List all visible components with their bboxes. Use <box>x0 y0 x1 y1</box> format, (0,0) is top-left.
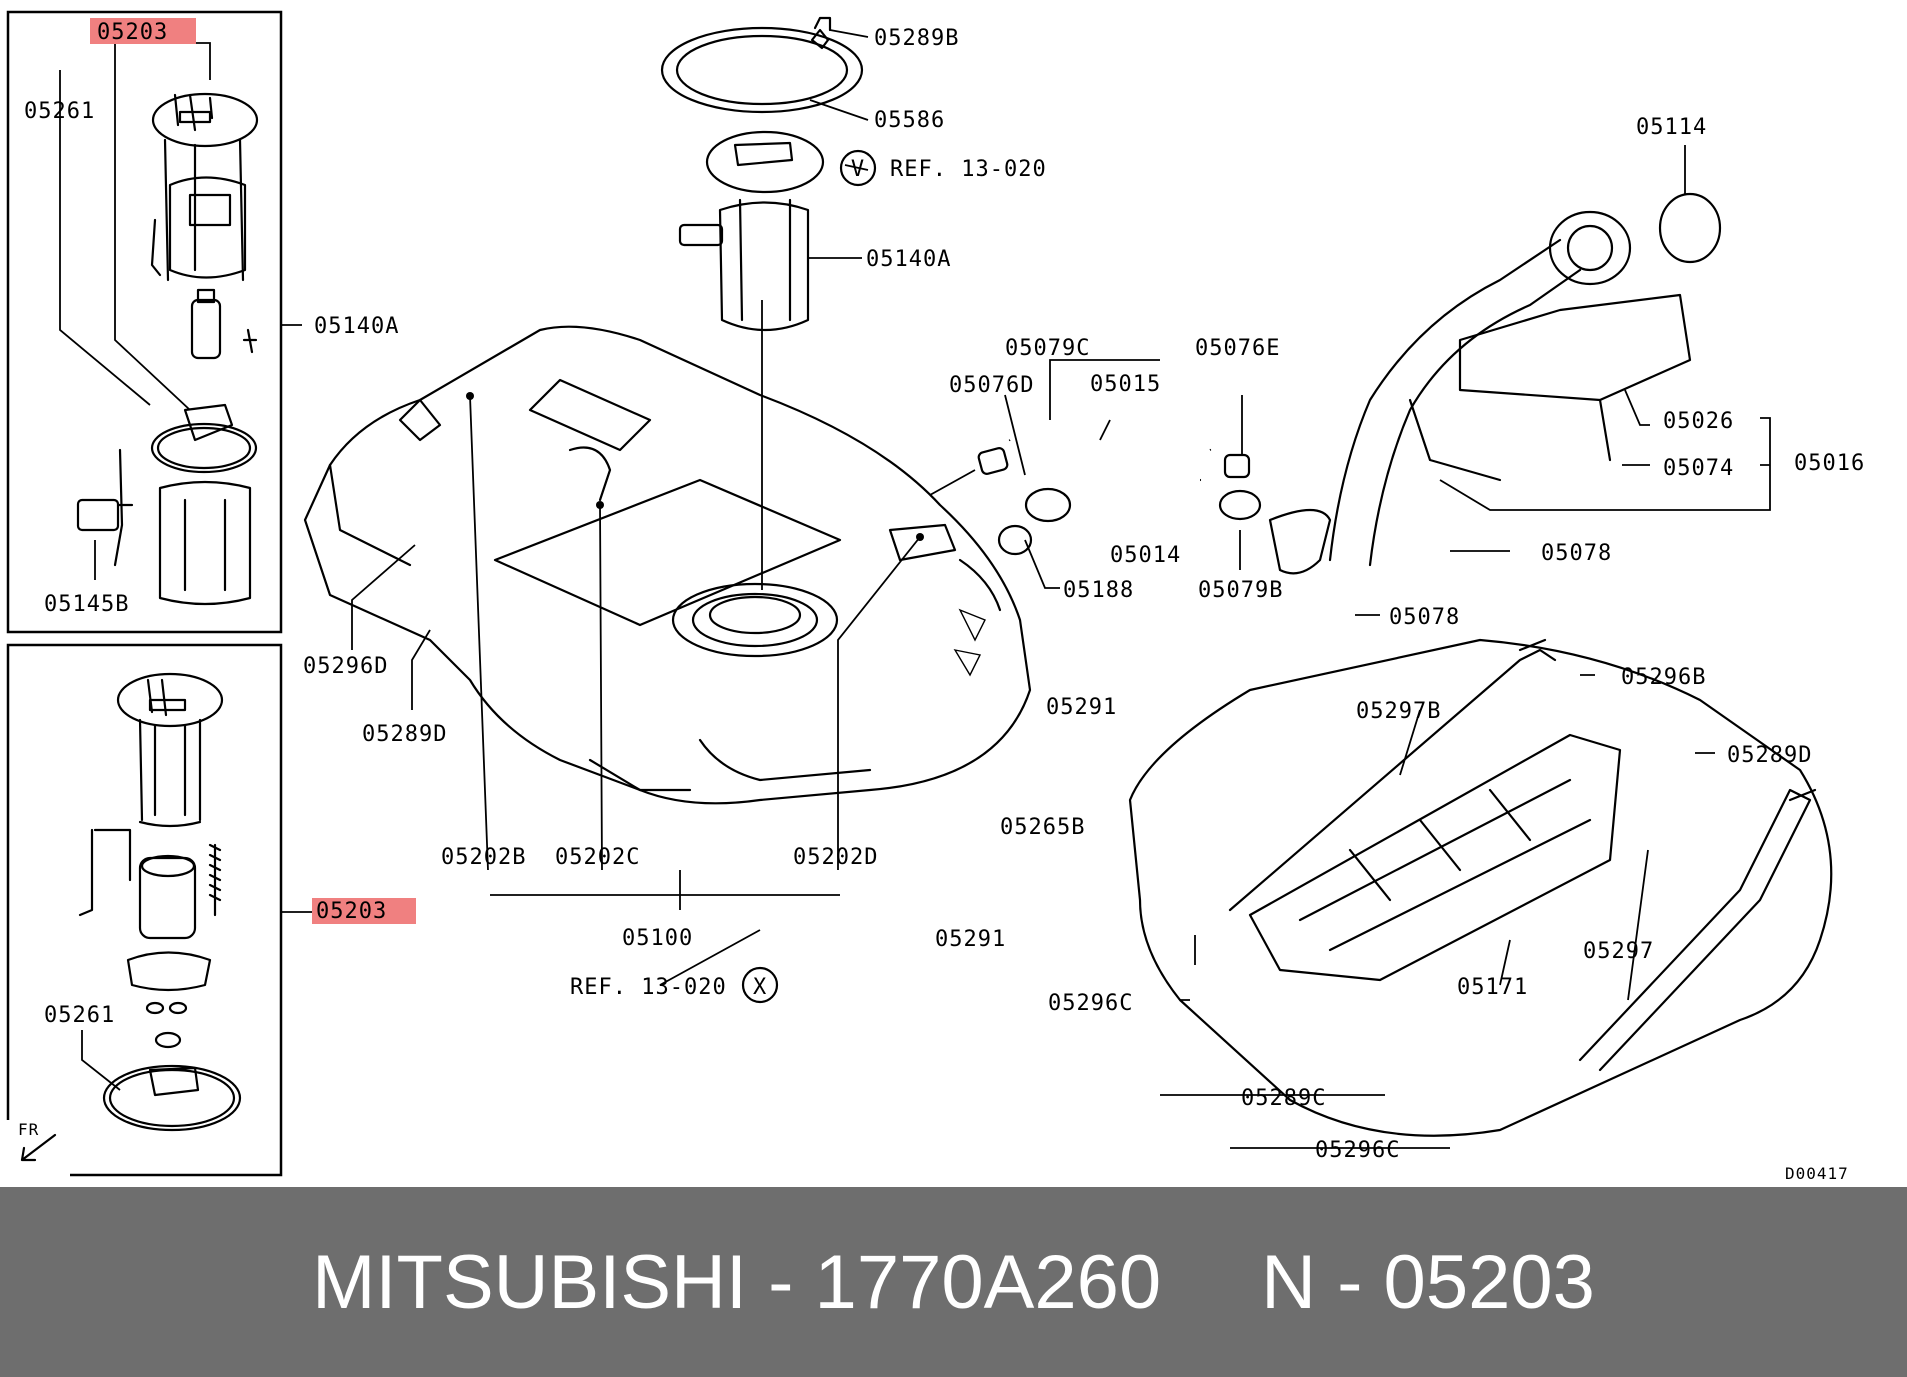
callout-05203-top: 05203 <box>97 20 168 45</box>
callout-05145B: 05145B <box>44 592 129 617</box>
reference-x: REF. 13-020 <box>570 975 727 1000</box>
fuel-pump-center <box>660 16 864 332</box>
highlight-05203-top <box>90 18 196 44</box>
callout-05202C: 05202C <box>555 845 640 870</box>
callout-05296C-b: 05296C <box>1315 1138 1400 1163</box>
fuel-pump-assembly-exploded-top <box>76 92 259 606</box>
fuel-tank-illustration <box>303 325 1032 805</box>
callout-05289C: 05289C <box>1241 1086 1326 1111</box>
callout-05079B: 05079B <box>1198 578 1283 603</box>
callout-05016: 05016 <box>1794 451 1865 476</box>
callout-05291-a: 05291 <box>1046 695 1117 720</box>
reference-v: REF. 13-020 <box>890 157 1047 182</box>
heat-shield-and-straps <box>1128 638 1833 1137</box>
callout-05140A-left: 05140A <box>314 314 399 339</box>
filler-neck-assembly <box>1328 192 1722 567</box>
callout-05289D-left: 05289D <box>362 722 447 747</box>
callout-05297: 05297 <box>1583 939 1654 964</box>
callout-05203-mid: 05203 <box>316 899 387 924</box>
callout-05296B: 05296B <box>1621 665 1706 690</box>
callout-05078-b: 05078 <box>1389 605 1460 630</box>
callout-05291-b: 05291 <box>935 927 1006 952</box>
callout-05297B: 05297B <box>1356 699 1441 724</box>
circle-label-v: V <box>851 157 865 182</box>
brand-part-number: MITSUBISHI - 1770A260 <box>312 1239 1162 1325</box>
callout-05076D: 05076D <box>949 373 1034 398</box>
callout-05171: 05171 <box>1457 975 1528 1000</box>
callout-05026: 05026 <box>1663 409 1734 434</box>
callout-05289B: 05289B <box>874 26 959 51</box>
footer-banner: MITSUBISHI - 1770A260 N - 05203 <box>0 1187 1907 1377</box>
callout-05188: 05188 <box>1063 578 1134 603</box>
circle-label-x: X <box>753 975 767 1000</box>
ref-circle-v <box>839 149 877 187</box>
callout-05261-top: 05261 <box>24 99 95 124</box>
callout-05140A-center: 05140A <box>866 247 951 272</box>
front-label: FR <box>18 1120 39 1139</box>
callout-05289D-right: 05289D <box>1727 743 1812 768</box>
callout-05265B: 05265B <box>1000 815 1085 840</box>
callout-05296D: 05296D <box>303 654 388 679</box>
callout-05261-bottom: 05261 <box>44 1003 115 1028</box>
callout-05202D: 05202D <box>793 845 878 870</box>
callout-05202B: 05202B <box>441 845 526 870</box>
callout-05074: 05074 <box>1663 456 1734 481</box>
callout-05076E: 05076E <box>1195 336 1280 361</box>
inset-frame-top <box>6 10 283 634</box>
inset-frame-bottom <box>6 643 283 1177</box>
leader-lines <box>59 29 1771 1149</box>
callout-05079C: 05079C <box>1005 336 1090 361</box>
highlight-05203-mid <box>312 898 416 924</box>
callout-05114: 05114 <box>1636 115 1707 140</box>
fuel-pump-assembly-exploded-bottom <box>78 672 242 1132</box>
diagram-code: D00417 <box>1785 1164 1849 1183</box>
reference-number: N - 05203 <box>1261 1239 1595 1325</box>
callout-05586: 05586 <box>874 108 945 133</box>
callout-05100: 05100 <box>622 926 693 951</box>
parts-diagram: 05203 05261 05140A 05145B 05203 05261 FR… <box>6 10 1865 1183</box>
callout-05015: 05015 <box>1090 372 1161 397</box>
front-arrow-icon <box>20 1133 57 1162</box>
callout-05296C-a: 05296C <box>1048 991 1133 1016</box>
ref-circle-x <box>741 966 779 1004</box>
callout-05078-a: 05078 <box>1541 541 1612 566</box>
callout-05014: 05014 <box>1110 543 1181 568</box>
hoses-and-clamps <box>977 422 1332 575</box>
